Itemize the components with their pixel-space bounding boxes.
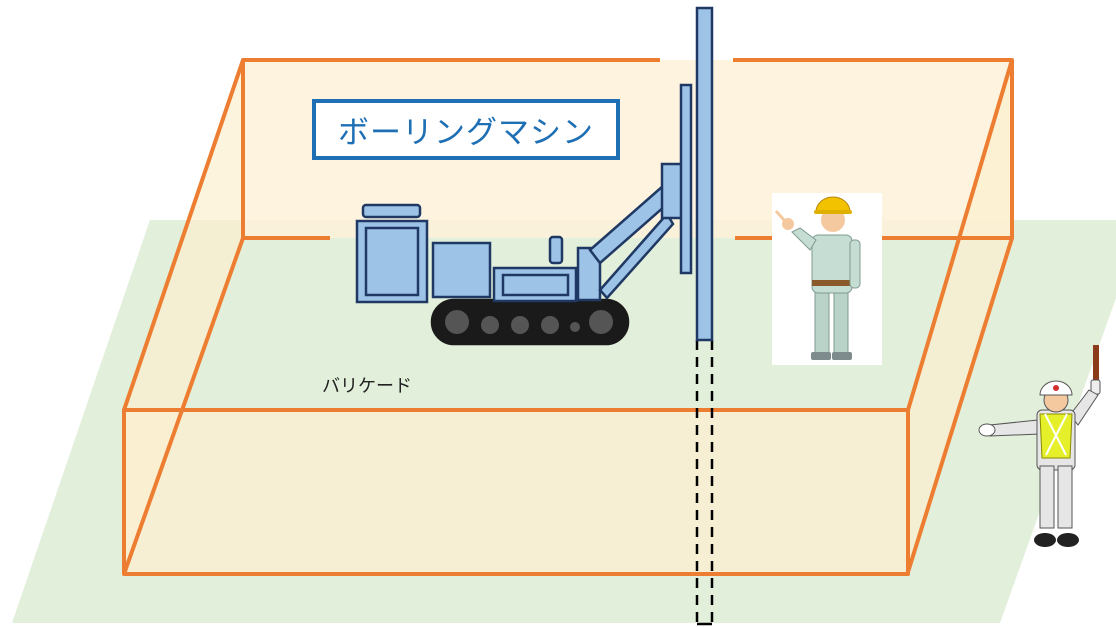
barricade-front-wall bbox=[124, 410, 908, 574]
track-wheels bbox=[445, 310, 613, 334]
engine-cap bbox=[361, 203, 422, 219]
mast-mount bbox=[576, 246, 602, 302]
flag-signal-guard-icon bbox=[978, 345, 1101, 547]
boring-machine-title: ボーリングマシン bbox=[338, 115, 594, 151]
power-unit bbox=[431, 241, 492, 299]
exhaust-pipe bbox=[548, 235, 564, 265]
boring-machine-icon bbox=[355, 6, 714, 346]
barricade-label: バリケード bbox=[322, 376, 412, 397]
barricade-edges bbox=[122, 58, 1014, 576]
borehole-dashed bbox=[695, 340, 714, 625]
guide-mast bbox=[679, 83, 693, 275]
engine-block bbox=[355, 219, 429, 304]
main-mast bbox=[695, 6, 714, 342]
pointing-worker-icon bbox=[772, 193, 882, 365]
boring-machine-title-box: ボーリングマシン bbox=[312, 99, 620, 160]
barricade-right-wall bbox=[908, 60, 1012, 572]
boom-lower bbox=[598, 211, 675, 300]
